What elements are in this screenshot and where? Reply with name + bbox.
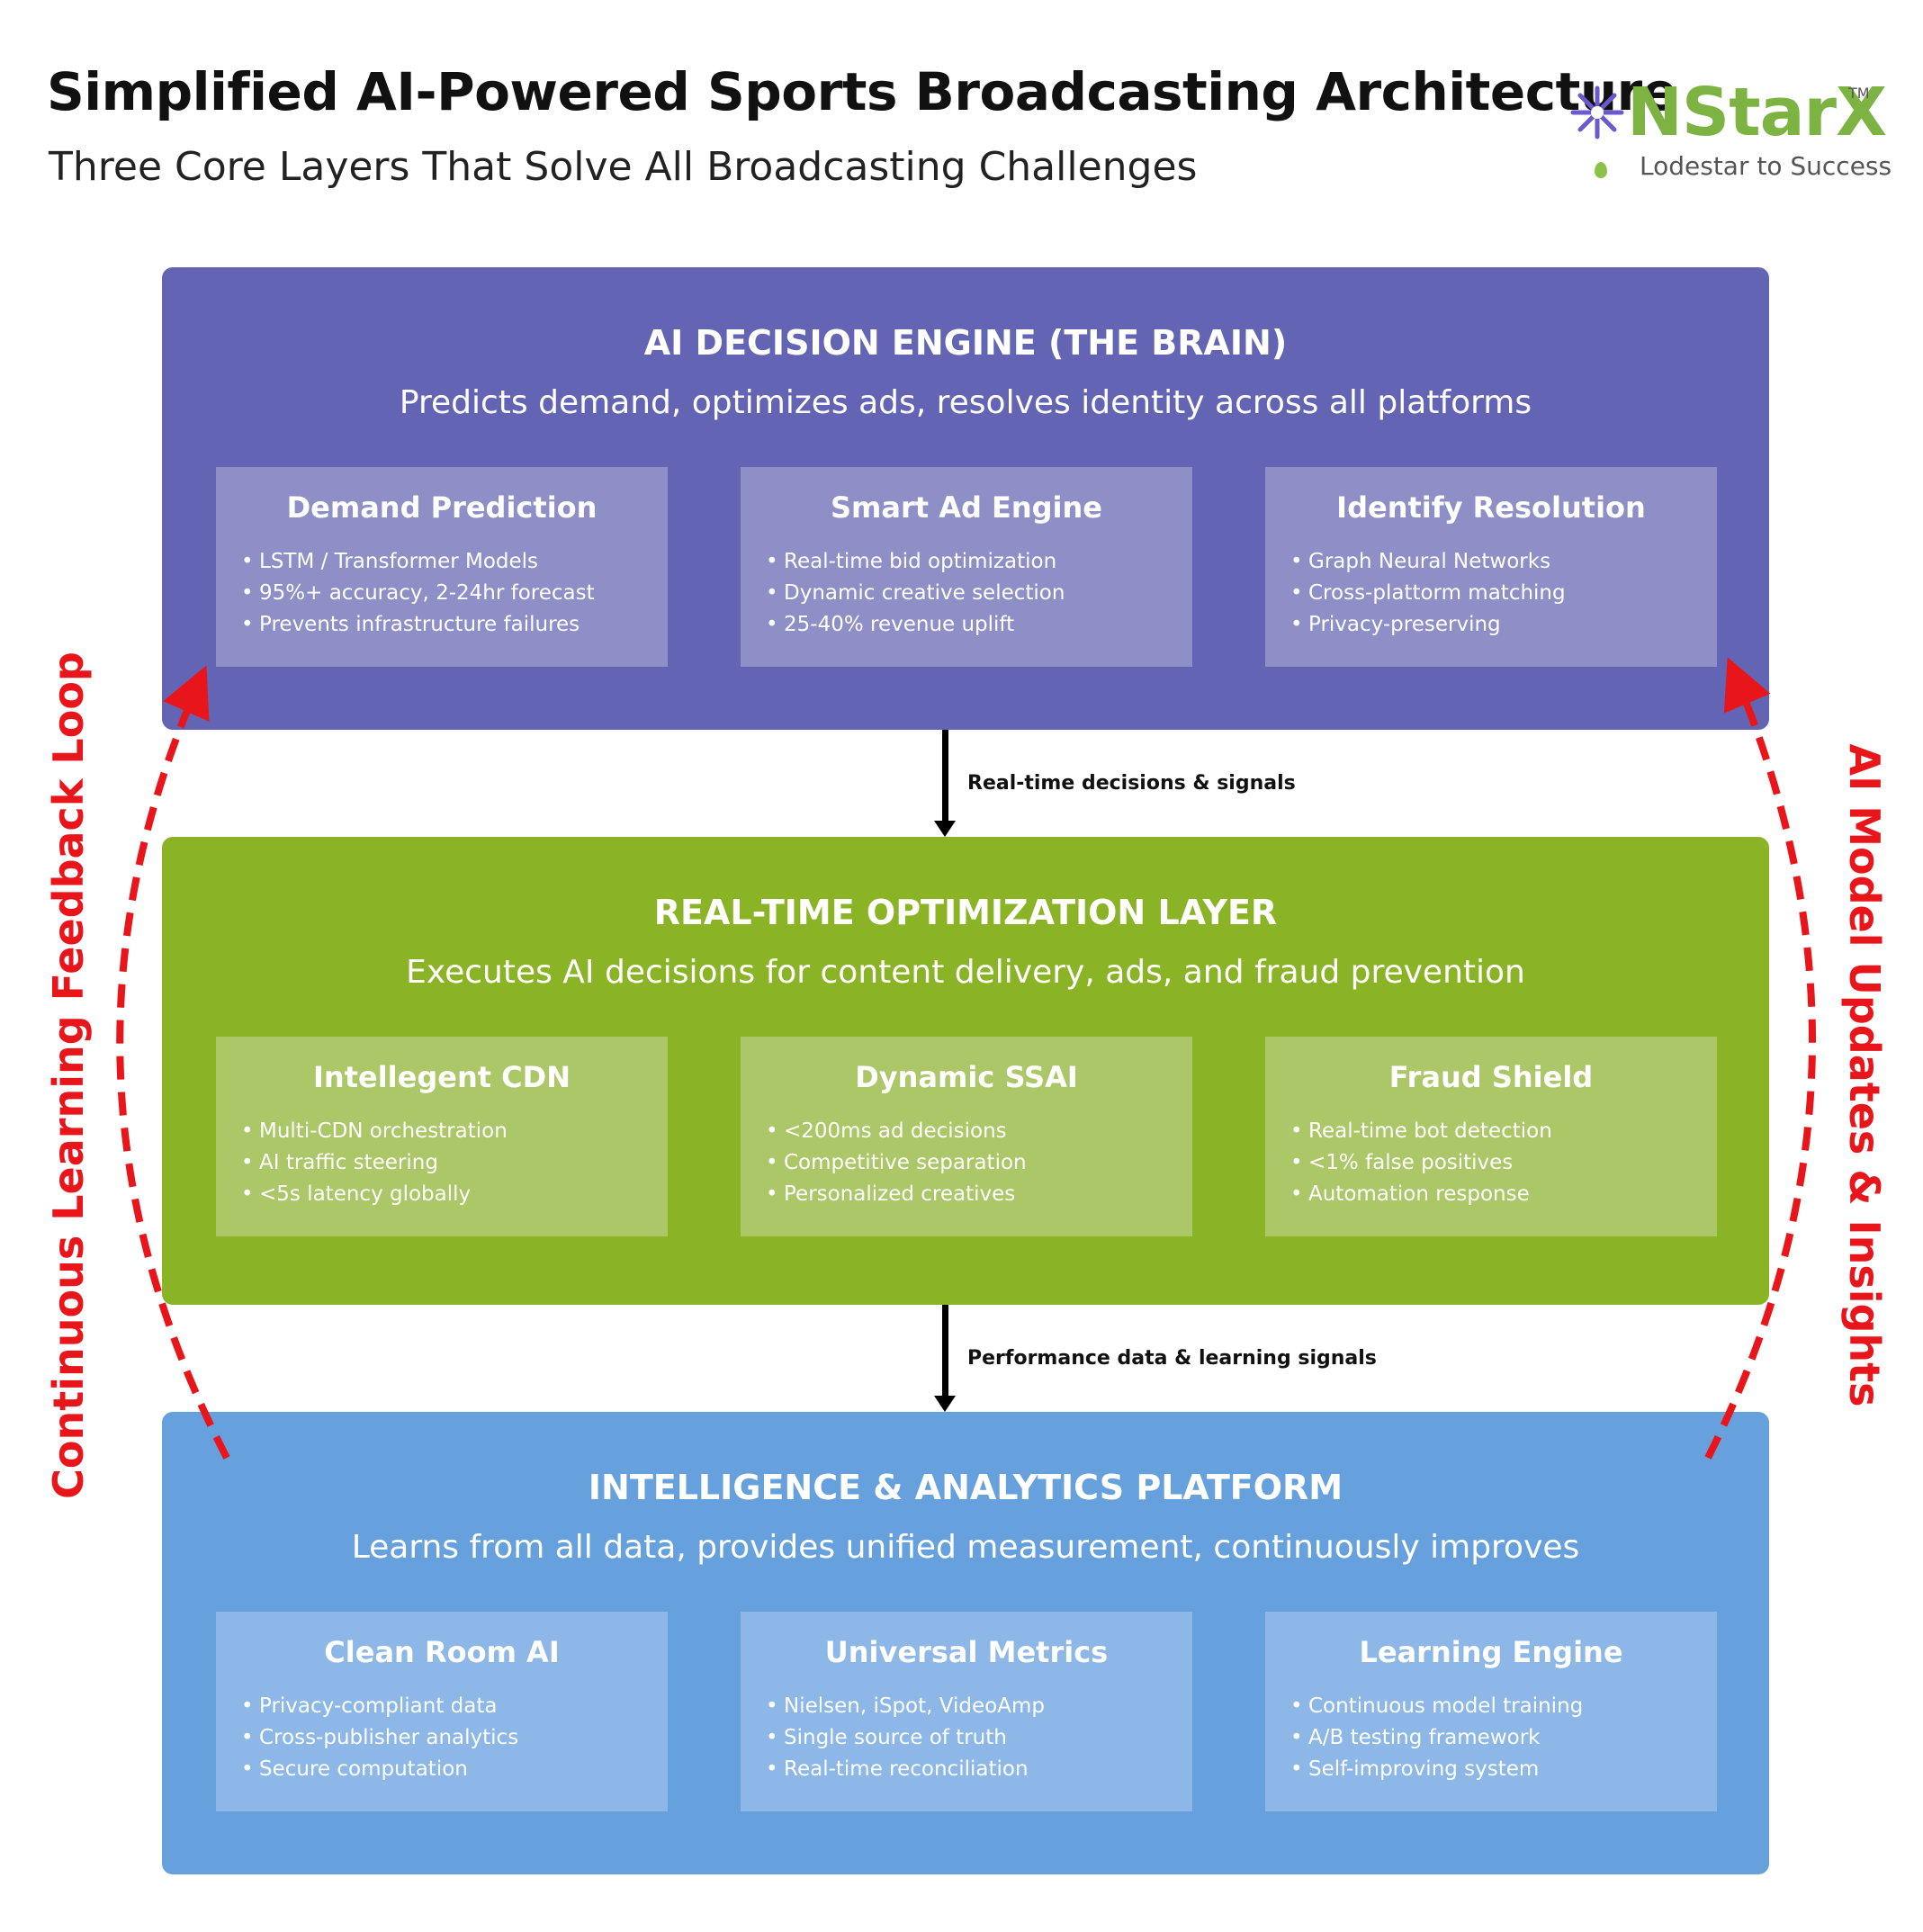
page-title: Simplified AI-Powered Sports Broadcastin… — [47, 61, 1677, 122]
card-list: Continuous model training A/B testing fr… — [1290, 1691, 1583, 1785]
down-arrow-icon — [934, 1305, 956, 1412]
logo-trademark: TM — [1848, 85, 1870, 102]
list-item: Real-time bid optimization — [766, 546, 1065, 578]
card-list: Multi-CDN orchestration AI traffic steer… — [241, 1116, 508, 1210]
card-clean-room-ai: Clean Room AI Privacy-compliant data Cro… — [216, 1612, 668, 1811]
layer-title: AI DECISION ENGINE (THE BRAIN) — [643, 323, 1288, 363]
logo-name: NStarX — [1627, 74, 1887, 151]
model-updates-label: AI Model Updates & Insights — [1840, 743, 1889, 1407]
list-item: Dynamic creative selection — [766, 578, 1065, 609]
list-item: Privacy-compliant data — [241, 1691, 518, 1722]
card-list: Privacy-compliant data Cross-publisher a… — [241, 1691, 518, 1785]
list-item: Secure computation — [241, 1754, 518, 1785]
list-item: Continuous model training — [1290, 1691, 1583, 1722]
layer-description: Executes AI decisions for content delive… — [406, 954, 1525, 991]
list-item: <1% false positives — [1290, 1147, 1552, 1179]
logo-tagline: Lodestar to Success — [1640, 151, 1892, 181]
card-list: <200ms ad decisions Competitive separati… — [766, 1116, 1027, 1210]
layer-title: REAL-TIME OPTIMIZATION LAYER — [653, 893, 1278, 932]
list-item: <5s latency globally — [241, 1179, 508, 1210]
down-arrow-icon — [934, 730, 956, 837]
list-item: Cross-publisher analytics — [241, 1722, 518, 1754]
layer-description: Learns from all data, provides unified m… — [351, 1529, 1580, 1566]
list-item: Privacy-preserving — [1290, 609, 1566, 641]
card-title: Clean Room AI — [324, 1635, 560, 1669]
list-item: Cross-plattorm matching — [1290, 578, 1566, 609]
card-list: Real-time bid optimization Dynamic creat… — [766, 546, 1065, 641]
nstarx-logo: NStarX TM Lodestar to Success — [1568, 74, 1892, 187]
feedback-loop-label: Continuous Learning Feedback Loop — [44, 651, 93, 1499]
layer-real-time-optimization: REAL-TIME OPTIMIZATION LAYER Executes AI… — [162, 837, 1769, 1305]
card-title: Universal Metrics — [824, 1635, 1109, 1669]
card-title: Fraud Shield — [1388, 1060, 1594, 1094]
list-item: Personalized creatives — [766, 1179, 1027, 1210]
list-item: LSTM / Transformer Models — [241, 546, 595, 578]
card-title: Identify Resolution — [1336, 490, 1646, 525]
list-item: Single source of truth — [766, 1722, 1045, 1754]
card-list: Real-time bot detection <1% false positi… — [1290, 1116, 1552, 1210]
connector-label: Real-time decisions & signals — [967, 772, 1296, 795]
connector-label: Performance data & learning signals — [967, 1347, 1377, 1370]
layer-description: Predicts demand, optimizes ads, resolves… — [399, 384, 1532, 421]
right-feedback-arc — [1704, 657, 1816, 1460]
list-item: AI traffic steering — [241, 1147, 508, 1179]
card-identify-resolution: Identify Resolution Graph Neural Network… — [1265, 467, 1717, 667]
list-item: Competitive separation — [766, 1147, 1027, 1179]
list-item: Automation response — [1290, 1179, 1552, 1210]
list-item: Real-time bot detection — [1290, 1116, 1552, 1147]
list-item: Real-time reconciliation — [766, 1754, 1045, 1785]
left-feedback-arc — [116, 665, 230, 1460]
layer-intelligence-analytics: INTELLIGENCE & ANALYTICS PLATFORM Learns… — [162, 1412, 1769, 1874]
list-item: 95%+ accuracy, 2-24hr forecast — [241, 578, 595, 609]
list-item: Nielsen, iSpot, VideoAmp — [766, 1691, 1045, 1722]
card-title: Smart Ad Engine — [830, 490, 1102, 525]
card-title: Demand Prediction — [286, 490, 598, 525]
card-universal-metrics: Universal Metrics Nielsen, iSpot, VideoA… — [741, 1612, 1192, 1811]
layer-title: INTELLIGENCE & ANALYTICS PLATFORM — [588, 1468, 1343, 1507]
list-item: Graph Neural Networks — [1290, 546, 1566, 578]
card-list: Graph Neural Networks Cross-plattorm mat… — [1290, 546, 1566, 641]
list-item: Prevents infrastructure failures — [241, 609, 595, 641]
card-intelligent-cdn: Intellegent CDN Multi-CDN orchestration … — [216, 1037, 668, 1236]
card-title: Dynamic SSAI — [855, 1060, 1078, 1094]
card-title: Learning Engine — [1359, 1635, 1623, 1669]
card-list: LSTM / Transformer Models 95%+ accuracy,… — [241, 546, 595, 641]
card-smart-ad-engine: Smart Ad Engine Real-time bid optimizati… — [741, 467, 1192, 667]
card-fraud-shield: Fraud Shield Real-time bot detection <1%… — [1265, 1037, 1717, 1236]
drop-icon — [1595, 162, 1607, 178]
card-list: Nielsen, iSpot, VideoAmp Single source o… — [766, 1691, 1045, 1785]
star-icon — [1570, 85, 1624, 139]
card-demand-prediction: Demand Prediction LSTM / Transformer Mod… — [216, 467, 668, 667]
card-dynamic-ssai: Dynamic SSAI <200ms ad decisions Competi… — [741, 1037, 1192, 1236]
list-item: Self-improving system — [1290, 1754, 1583, 1785]
list-item: A/B testing framework — [1290, 1722, 1583, 1754]
list-item: <200ms ad decisions — [766, 1116, 1027, 1147]
layer-ai-decision-engine: AI DECISION ENGINE (THE BRAIN) Predicts … — [162, 267, 1769, 730]
list-item: Multi-CDN orchestration — [241, 1116, 508, 1147]
card-title: Intellegent CDN — [313, 1060, 571, 1094]
page-subtitle: Three Core Layers That Solve All Broadca… — [49, 144, 1198, 190]
list-item: 25-40% revenue uplift — [766, 609, 1065, 641]
card-learning-engine: Learning Engine Continuous model trainin… — [1265, 1612, 1717, 1811]
